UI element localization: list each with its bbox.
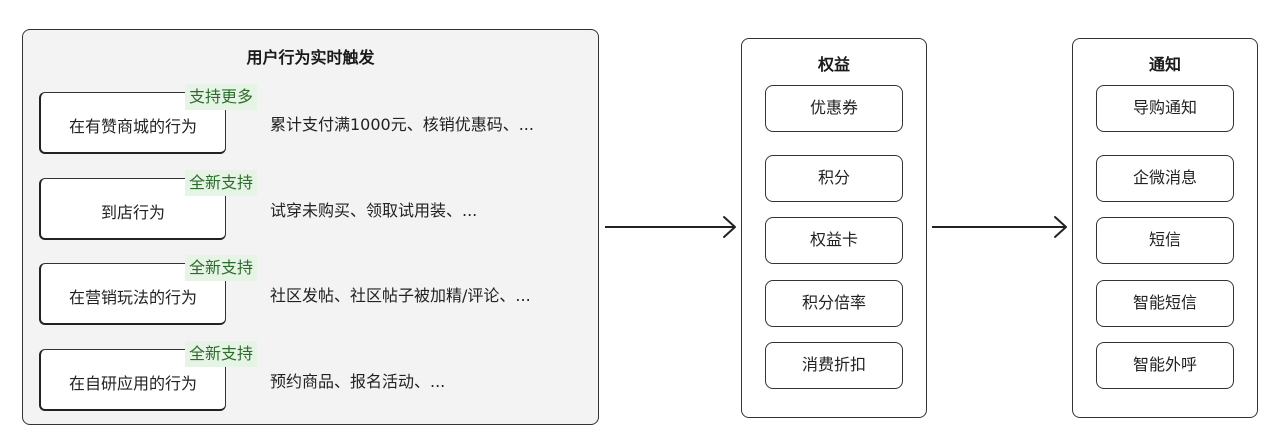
panel-title: 通知 [1148, 55, 1181, 74]
rights-item: 积分 [765, 155, 903, 202]
rights-item: 优惠券 [765, 85, 903, 132]
support-badge: 全新支持 [185, 255, 258, 281]
behavior-label: 在有赞商城的行为 [68, 117, 197, 136]
behavior-label: 在营销玩法的行为 [68, 288, 197, 307]
rights-panel: 权益 优惠券 积分 权益卡 积分倍率 消费折扣 [741, 38, 927, 418]
behavior-examples: 社区发帖、社区帖子被加精/评论、... [270, 286, 531, 305]
behavior-box: 在有赞商城的行为 [39, 92, 226, 154]
behavior-examples: 累计支付满1000元、核销优惠码、... [270, 115, 534, 134]
panel-title: 权益 [817, 55, 850, 74]
notification-item: 智能短信 [1096, 280, 1234, 327]
notification-item: 短信 [1096, 217, 1234, 264]
arrow-to-notification [932, 216, 1067, 238]
user-behavior-trigger-panel: 用户行为实时触发 在有赞商城的行为 支持更多 累计支付满1000元、核销优惠码、… [22, 29, 599, 425]
behavior-row: 在营销玩法的行为 全新支持 社区发帖、社区帖子被加精/评论、... [23, 255, 600, 327]
behavior-row: 在有赞商城的行为 支持更多 累计支付满1000元、核销优惠码、... [23, 84, 600, 156]
behavior-examples: 预约商品、报名活动、... [270, 372, 446, 391]
rights-item: 消费折扣 [765, 342, 903, 389]
panel-title: 用户行为实时触发 [246, 48, 375, 67]
support-badge: 全新支持 [185, 341, 258, 367]
notification-item: 企微消息 [1096, 155, 1234, 202]
support-badge: 支持更多 [185, 84, 258, 110]
notification-item: 智能外呼 [1096, 342, 1234, 389]
behavior-row: 在自研应用的行为 全新支持 预约商品、报名活动、... [23, 341, 600, 413]
rights-item: 权益卡 [765, 217, 903, 264]
arrow-to-rights [605, 216, 736, 238]
behavior-row: 到店行为 全新支持 试穿未购买、领取试用装、... [23, 170, 600, 242]
notification-item: 导购通知 [1096, 85, 1234, 132]
rights-item: 积分倍率 [765, 280, 903, 327]
behavior-examples: 试穿未购买、领取试用装、... [270, 201, 478, 220]
support-badge: 全新支持 [185, 170, 258, 196]
notification-panel: 通知 导购通知 企微消息 短信 智能短信 智能外呼 [1072, 38, 1258, 418]
behavior-label: 在自研应用的行为 [68, 374, 197, 393]
behavior-label: 到店行为 [100, 203, 165, 222]
